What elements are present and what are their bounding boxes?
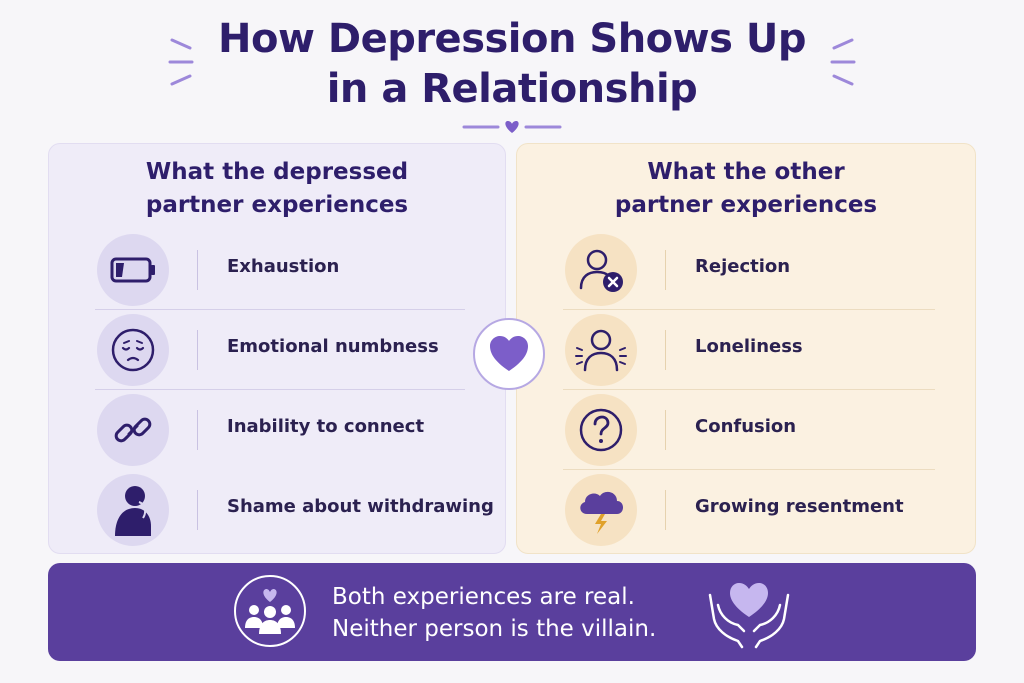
broken-link-icon	[97, 394, 169, 466]
list-item: Confusion	[517, 388, 975, 470]
message-banner: Both experiences are real. Neither perso…	[48, 563, 976, 661]
list-item: Growing resentment	[517, 468, 975, 548]
sad-face-icon	[97, 314, 169, 386]
person-x-icon	[565, 234, 637, 306]
left-panel-heading: What the depressed partner experiences	[145, 159, 409, 218]
center-heart-icon	[473, 318, 545, 390]
title-line-1: How Depression Shows Up	[218, 16, 806, 62]
item-label: Exhaustion	[227, 256, 340, 277]
right-panel-heading: What the other partner experiences	[614, 159, 878, 218]
list-item: Loneliness	[517, 308, 975, 390]
depressed-partner-panel: What the depressed partner experiences E…	[48, 143, 506, 554]
other-partner-panel: What the other partner experiences Rejec…	[516, 143, 976, 554]
item-label: Confusion	[695, 416, 797, 437]
list-item: Exhaustion	[49, 228, 505, 310]
title-divider-heart-icon	[462, 121, 562, 133]
item-label: Inability to connect	[227, 416, 425, 437]
item-label: Growing resentment	[695, 496, 904, 517]
banner-message: Both experiences are real. Neither perso…	[332, 584, 657, 642]
list-item: Inability to connect	[49, 388, 505, 468]
page-title: How Depression Shows Up in a Relationshi…	[0, 14, 1024, 114]
hiding-person-icon	[97, 474, 169, 546]
battery-low-icon	[97, 234, 169, 306]
list-item: Emotional numbness	[49, 308, 505, 390]
item-label: Shame about withdrawing	[227, 496, 494, 517]
right-burst-icon	[830, 38, 856, 86]
storm-cloud-icon	[565, 474, 637, 546]
group-heart-icon	[234, 575, 306, 647]
title-line-2: in a Relationship	[326, 66, 698, 112]
item-label: Emotional numbness	[227, 336, 439, 357]
list-item: Rejection	[517, 228, 975, 310]
left-burst-icon	[168, 38, 194, 86]
item-label: Loneliness	[695, 336, 803, 357]
lonely-person-icon	[565, 314, 637, 386]
question-icon	[565, 394, 637, 466]
item-label: Rejection	[695, 256, 791, 277]
hands-holding-heart-icon	[708, 583, 790, 649]
list-item: Shame about withdrawing	[49, 468, 505, 548]
